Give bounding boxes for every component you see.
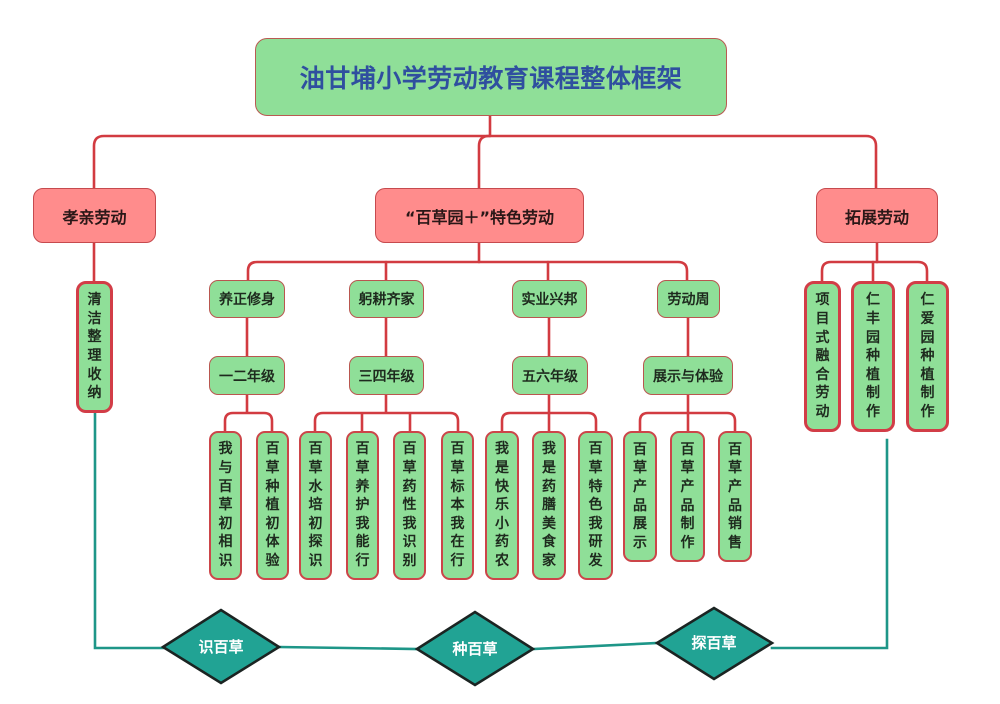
connector-top-bar [92, 134, 878, 190]
item-label: 项目式融合劳动 [815, 292, 830, 420]
item-label: 清洁整理收纳 [87, 292, 102, 402]
grade-node: 展示与体验 [643, 356, 733, 395]
course-node: 百草药性我识别 [393, 431, 426, 580]
connector-grade-3-courses [500, 393, 598, 433]
module-node: 劳动周 [657, 280, 720, 318]
course-node: 百草产品销售 [718, 431, 752, 562]
branch-extended-labor: 拓展劳动 [816, 188, 938, 243]
diagram-title-text: 油甘埔小学劳动教育课程整体框架 [299, 64, 683, 93]
branch-filial-labor: 孝亲劳动 [33, 188, 156, 243]
stage-diamond-explore: 探百草 [654, 606, 775, 681]
course-node: 百草标本我在行 [441, 431, 474, 580]
diamond-shape [654, 606, 775, 681]
course-node: 百草水培初探识 [299, 431, 332, 580]
course-node: 百草养护我能行 [346, 431, 379, 580]
course-label: 百草标本我在行 [450, 441, 465, 569]
module-label: 养正修身 [219, 292, 275, 308]
stage-label: 探百草 [691, 634, 736, 652]
course-node: 我与百草初相识 [209, 431, 242, 580]
connector-grade-2-courses [313, 393, 460, 433]
course-label: 百草产品销售 [728, 441, 742, 551]
course-label: 我是快乐小药农 [495, 441, 509, 569]
connector-featured-bar [246, 260, 689, 282]
course-label: 百草产品制作 [680, 441, 695, 551]
timeline-right [770, 438, 889, 650]
connector-extended-bar [820, 260, 929, 283]
timeline-segment-2 [531, 641, 659, 651]
module-node: 躬耕齐家 [349, 280, 424, 318]
grade-node: 一二年级 [209, 356, 285, 395]
timeline-left [93, 411, 165, 650]
course-node: 我是快乐小药农 [485, 431, 519, 580]
module-label: 实业兴邦 [521, 292, 578, 308]
grade-label: 展示与体验 [653, 368, 723, 385]
timeline-segment-1 [277, 645, 419, 651]
diamond-shape [414, 610, 536, 687]
diamond-shape [160, 608, 282, 685]
grade-label: 三四年级 [358, 368, 415, 385]
grade-node: 三四年级 [349, 356, 424, 395]
module-label: 躬耕齐家 [358, 292, 415, 308]
course-label: 百草药性我识别 [402, 441, 417, 569]
item-label: 仁丰园种植制作 [866, 292, 880, 420]
branch-label: “百草园＋”特色劳动 [404, 207, 555, 227]
stage-diamond-plant: 种百草 [414, 610, 536, 687]
grade-node: 五六年级 [512, 356, 588, 395]
connector-grade-4-courses [638, 393, 737, 433]
module-label: 劳动周 [667, 292, 710, 308]
course-label: 百草种植初体验 [265, 441, 280, 569]
grade-label: 五六年级 [522, 368, 578, 385]
connector-grade-1-courses [223, 393, 274, 433]
filial-item: 清洁整理收纳 [76, 281, 113, 413]
diagram-title: 油甘埔小学劳动教育课程整体框架 [255, 38, 727, 116]
course-label: 我与百草初相识 [218, 441, 233, 569]
branch-label: 拓展劳动 [844, 207, 909, 227]
course-node: 百草种植初体验 [256, 431, 289, 580]
grade-label: 一二年级 [219, 368, 275, 385]
course-label: 百草特色我研发 [588, 441, 603, 569]
course-node: 百草特色我研发 [578, 431, 613, 580]
stage-label: 种百草 [451, 640, 497, 658]
branch-featured-labor: “百草园＋”特色劳动 [375, 188, 584, 243]
course-label: 我是药膳美食家 [542, 441, 556, 569]
course-node: 百草产品制作 [670, 431, 705, 562]
module-node: 实业兴邦 [512, 280, 587, 318]
course-label: 百草水培初探识 [308, 441, 323, 569]
branch-label: 孝亲劳动 [62, 207, 127, 227]
module-node: 养正修身 [209, 280, 285, 318]
stage-diamond-identify: 识百草 [160, 608, 282, 685]
item-label: 仁爱园种植制作 [920, 292, 935, 420]
extended-item: 仁爱园种植制作 [906, 281, 949, 432]
stage-label: 识百草 [198, 638, 243, 656]
course-node: 百草产品展示 [623, 431, 657, 562]
extended-item: 仁丰园种植制作 [851, 281, 895, 432]
connector-featured-up [477, 134, 491, 190]
course-node: 我是药膳美食家 [532, 431, 566, 580]
course-label: 百草产品展示 [633, 441, 647, 551]
extended-item: 项目式融合劳动 [804, 281, 841, 432]
course-label: 百草养护我能行 [355, 441, 370, 569]
